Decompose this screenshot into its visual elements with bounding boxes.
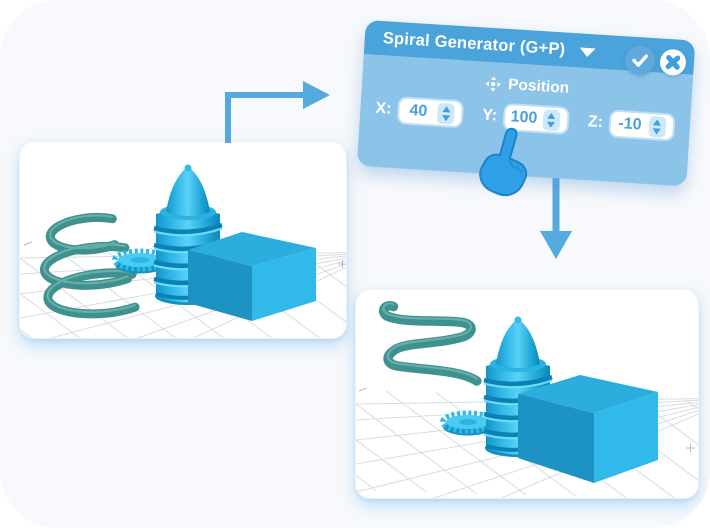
position-label: Position [507,76,570,97]
axis-tick-marks [23,241,346,268]
z-input[interactable] [610,114,650,135]
cyan-cube [518,375,658,483]
axis-tick-marks [358,387,695,452]
cyan-cube [188,232,316,321]
x-spinner [436,102,455,125]
z-label: Z: [587,113,604,132]
x-spinner-down[interactable] [441,114,450,121]
hand-cursor-icon [479,127,528,197]
x-spinner-up[interactable] [441,105,451,112]
elbow-arrow [225,81,330,143]
z-spinner [648,115,667,138]
y-spinner [542,108,561,131]
spiral-generator-panel: Spiral Generator (G+P) [356,20,696,197]
scene-before [20,164,346,338]
x-label: X: [374,99,392,118]
teal-spiral [378,301,482,386]
field-x: X: [374,95,465,129]
dropdown-arrow-icon[interactable] [578,46,596,57]
x-input-box [396,96,465,129]
z-spinner-down[interactable] [652,127,662,135]
panel-titlebar[interactable]: Spiral Generator (G+P) [363,20,696,77]
scene-after [356,301,698,498]
scene-before-card [20,142,346,338]
y-spinner-up[interactable] [547,112,556,119]
confirm-button[interactable] [624,44,656,77]
panel-title: Spiral Generator (G+P) [382,28,566,59]
check-icon [632,54,648,67]
z-input-box [608,109,676,142]
close-x-icon [665,54,681,70]
y-spinner-down[interactable] [546,121,556,128]
field-z: Z: [587,108,676,142]
x-input[interactable] [398,101,438,122]
panel-body: Position X: Y: [360,54,694,143]
close-button[interactable] [659,48,687,77]
move-icon [485,76,502,93]
teal-spiral [39,212,140,319]
z-spinner-up[interactable] [653,118,662,126]
scene-after-card [356,290,698,498]
down-arrow [540,172,572,259]
